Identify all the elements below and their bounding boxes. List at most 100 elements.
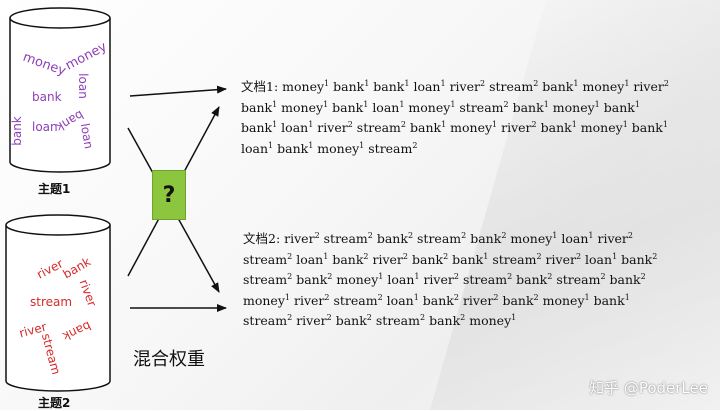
document-2: 文档2: river2 stream2 bank2 stream2 bank2 … bbox=[243, 229, 657, 332]
topic1-label: 主题1 bbox=[38, 182, 71, 196]
document-word: bank bbox=[470, 231, 502, 246]
document-word: bank bbox=[429, 313, 461, 328]
document-word: bank bbox=[540, 120, 572, 135]
topic-index: 1 bbox=[612, 251, 618, 261]
topic-index: 1 bbox=[364, 79, 370, 88]
topic1-word: bank bbox=[32, 90, 62, 104]
topic-index: 2 bbox=[420, 313, 426, 322]
document-line: stream2 bank2 money1 loan1 river2 stream… bbox=[243, 270, 657, 291]
topic-index: 2 bbox=[453, 272, 459, 281]
document-line: bank1 loan1 river2 stream2 bank1 money1 … bbox=[241, 118, 669, 139]
topic-index: 2 bbox=[377, 292, 383, 302]
topic-index: 2 bbox=[402, 251, 408, 261]
document-prefix: 文档2: bbox=[243, 231, 285, 246]
document-word: money bbox=[450, 120, 493, 135]
document-word: bank bbox=[277, 140, 309, 156]
document-word: bank bbox=[512, 99, 544, 115]
topic-index: 2 bbox=[507, 272, 513, 281]
topic-index: 2 bbox=[627, 231, 633, 240]
topic-index: 2 bbox=[461, 231, 467, 240]
document-word: loan bbox=[413, 79, 441, 94]
topic-index: 1 bbox=[413, 292, 419, 302]
document-word: loan bbox=[561, 231, 589, 246]
topic-index: 2 bbox=[412, 140, 418, 150]
document-word: bank bbox=[409, 120, 442, 135]
topic-index: 2 bbox=[327, 272, 333, 281]
topic-index: 1 bbox=[573, 79, 579, 88]
topic-index: 2 bbox=[347, 120, 353, 129]
document-word: bank bbox=[335, 313, 367, 328]
topic-index: 1 bbox=[399, 99, 405, 109]
document-word: bank bbox=[621, 251, 653, 267]
topic-index: 2 bbox=[600, 272, 606, 281]
document-word: stream bbox=[459, 99, 504, 115]
topic-index: 2 bbox=[493, 292, 499, 302]
document-word: stream bbox=[368, 140, 413, 156]
document-word: money bbox=[580, 120, 623, 135]
topic-index: 2 bbox=[287, 272, 293, 281]
document-word: bank bbox=[593, 292, 625, 308]
document-word: bank bbox=[376, 231, 408, 246]
document-word: money bbox=[552, 99, 595, 115]
topic-index: 1 bbox=[543, 99, 549, 109]
document-word: bank bbox=[332, 251, 364, 267]
document-word: stream bbox=[243, 272, 288, 287]
topic-index: 1 bbox=[622, 120, 628, 129]
topic-index: 2 bbox=[287, 251, 293, 261]
topic-index: 2 bbox=[536, 251, 542, 261]
topic-index: 1 bbox=[662, 120, 668, 129]
topic-index: 2 bbox=[407, 231, 414, 240]
document-word: river bbox=[293, 292, 325, 308]
topic2-cylinder bbox=[5, 214, 111, 392]
watermark: 知乎 @PoderLee bbox=[589, 379, 708, 397]
topic-index: 1 bbox=[363, 99, 369, 109]
document-word: loan bbox=[585, 251, 613, 267]
document-word: money bbox=[336, 272, 379, 287]
document-word: river bbox=[462, 292, 494, 308]
topic-index: 2 bbox=[363, 251, 369, 261]
document-word: stream bbox=[417, 231, 462, 246]
document-word: stream bbox=[462, 272, 508, 287]
document-word: bank bbox=[452, 251, 484, 267]
document-word: bank bbox=[241, 99, 273, 115]
topic-index: 1 bbox=[584, 292, 590, 302]
document-word: stream bbox=[333, 292, 378, 308]
topic-index: 1 bbox=[634, 99, 640, 109]
topic2-label: 主题2 bbox=[38, 396, 71, 410]
arrow-topic1-doc1 bbox=[129, 85, 227, 97]
topic-index: 1 bbox=[492, 120, 498, 129]
topic-index: 2 bbox=[367, 231, 373, 240]
document-word: bank bbox=[332, 99, 364, 115]
topic1-cylinder bbox=[9, 7, 111, 173]
topic-index: 2 bbox=[314, 231, 320, 240]
document-word: river bbox=[633, 79, 664, 94]
topic-index: 1 bbox=[552, 231, 558, 240]
topic-index: 1 bbox=[450, 99, 456, 109]
question-mark: ? bbox=[162, 182, 176, 208]
topic2-word: stream bbox=[30, 295, 73, 309]
topic-index: 1 bbox=[308, 140, 314, 150]
document-word: money bbox=[317, 140, 360, 156]
document-word: loan bbox=[372, 99, 400, 115]
document-word: bank bbox=[333, 79, 365, 94]
document-word: money bbox=[281, 99, 324, 115]
topic1-word: loan bbox=[32, 120, 58, 134]
document-line: 文档2: river2 stream2 bank2 stream2 bank2 … bbox=[243, 229, 657, 250]
document-word: loan bbox=[387, 272, 415, 287]
document-word: stream bbox=[556, 272, 601, 287]
document-word: stream bbox=[375, 313, 420, 328]
topic-index: 2 bbox=[287, 313, 293, 322]
document-line: 文档1: money1 bank1 bank1 loan1 river2 str… bbox=[241, 77, 669, 98]
document-line: stream2 river2 bank2 stream2 bank2 money… bbox=[243, 311, 657, 332]
document-word: river bbox=[449, 79, 480, 94]
topic-index: 2 bbox=[479, 79, 486, 88]
document-word: river bbox=[372, 251, 403, 267]
topic-index: 2 bbox=[640, 272, 646, 281]
topic-index: 1 bbox=[268, 140, 274, 150]
document-word: money bbox=[542, 292, 585, 308]
document-word: bank bbox=[603, 99, 635, 115]
document-word: river bbox=[317, 120, 348, 135]
document-line: stream2 loan1 bank2 river2 bank2 bank1 s… bbox=[243, 250, 657, 271]
document-word: river bbox=[545, 251, 576, 267]
document-word: loan bbox=[386, 292, 414, 308]
